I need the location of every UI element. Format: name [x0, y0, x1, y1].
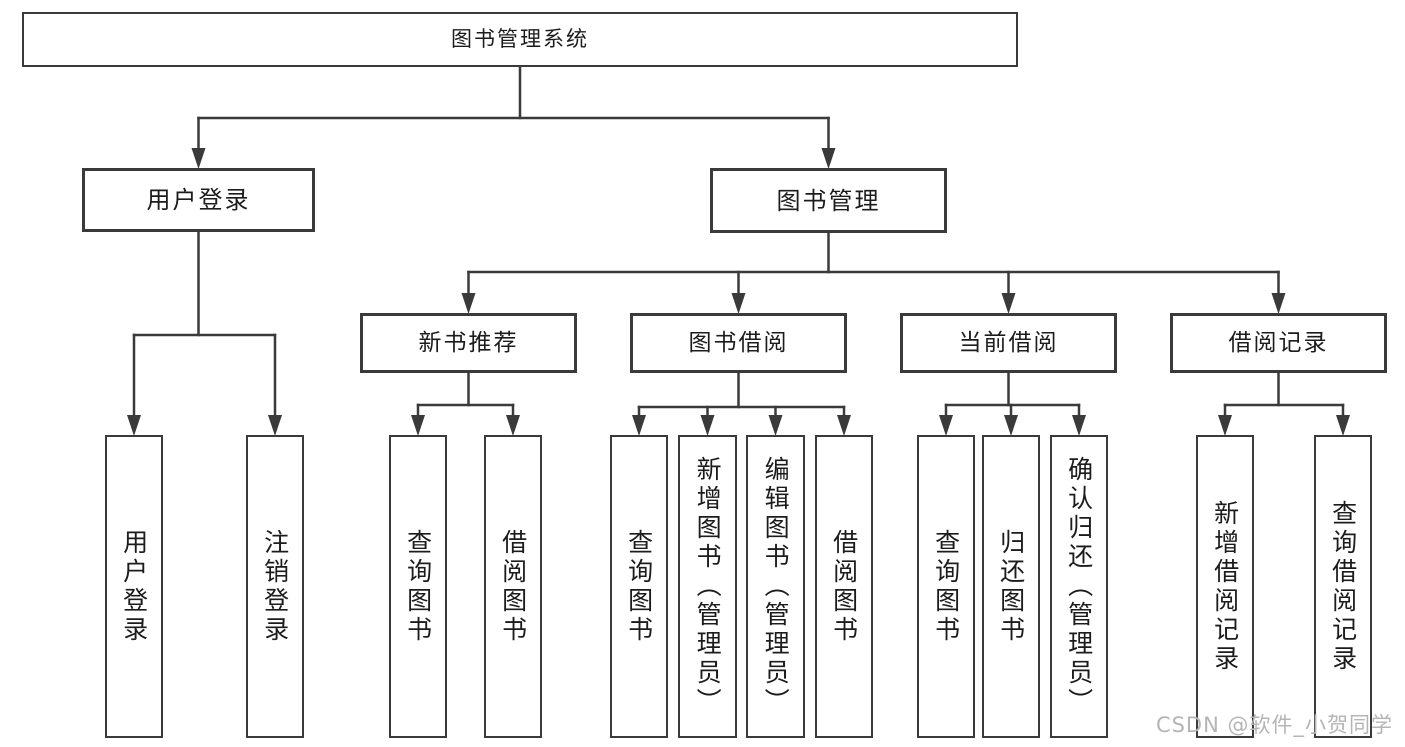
arrowhead-icon [506, 415, 520, 436]
arrowhead-icon [268, 415, 282, 436]
node-borrow-books-2: 借阅图书 [815, 435, 873, 738]
arrowhead-icon [731, 293, 746, 314]
arrowhead-icon [461, 293, 476, 314]
node-root: 图书管理系统 [22, 12, 1018, 67]
arrowhead-icon [700, 415, 715, 436]
node-query-books-2: 查询图书 [610, 435, 668, 738]
node-book-borrowing: 图书借阅 [630, 313, 847, 373]
node-query-borrow-record: 查询借阅记录 [1314, 435, 1372, 738]
node-borrow-books-1: 借阅图书 [484, 435, 542, 738]
node-borrowing-records: 借阅记录 [1170, 313, 1387, 373]
arrowhead-icon [821, 148, 836, 169]
arrowhead-icon [1004, 415, 1018, 436]
watermark: CSDN @软件_小贺同学 [1155, 713, 1393, 737]
node-query-books-1: 查询图书 [389, 435, 447, 738]
arrowhead-icon [632, 415, 646, 436]
node-add-borrow-record: 新增借阅记录 [1196, 435, 1254, 738]
node-current-borrowing: 当前借阅 [900, 313, 1117, 373]
arrowhead-icon [768, 415, 783, 436]
arrowhead-icon [191, 148, 206, 169]
arrowhead-icon [1218, 415, 1232, 436]
arrowhead-icon [939, 415, 953, 436]
arrowhead-icon [127, 415, 141, 436]
arrowhead-icon [837, 415, 851, 436]
node-logout-leaf: 注销登录 [246, 435, 304, 738]
arrowhead-icon [1271, 293, 1286, 314]
arrowhead-icon [1336, 415, 1350, 436]
node-new-book-recommend: 新书推荐 [360, 313, 577, 373]
arrowhead-icon [1072, 415, 1086, 436]
arrowhead-icon [1001, 293, 1016, 314]
node-edit-books-admin: 编辑图书（管理员） [746, 435, 805, 738]
node-query-books-3: 查询图书 [917, 435, 975, 738]
node-confirm-return-admin: 确认归还（管理员） [1050, 435, 1108, 738]
node-return-books: 归还图书 [982, 435, 1040, 738]
node-book-management: 图书管理 [710, 168, 947, 233]
node-user-login-leaf: 用户登录 [105, 435, 163, 738]
node-add-books-admin: 新增图书（管理员） [678, 435, 737, 738]
arrowhead-icon [411, 415, 425, 436]
node-user-login: 用户登录 [82, 168, 315, 232]
